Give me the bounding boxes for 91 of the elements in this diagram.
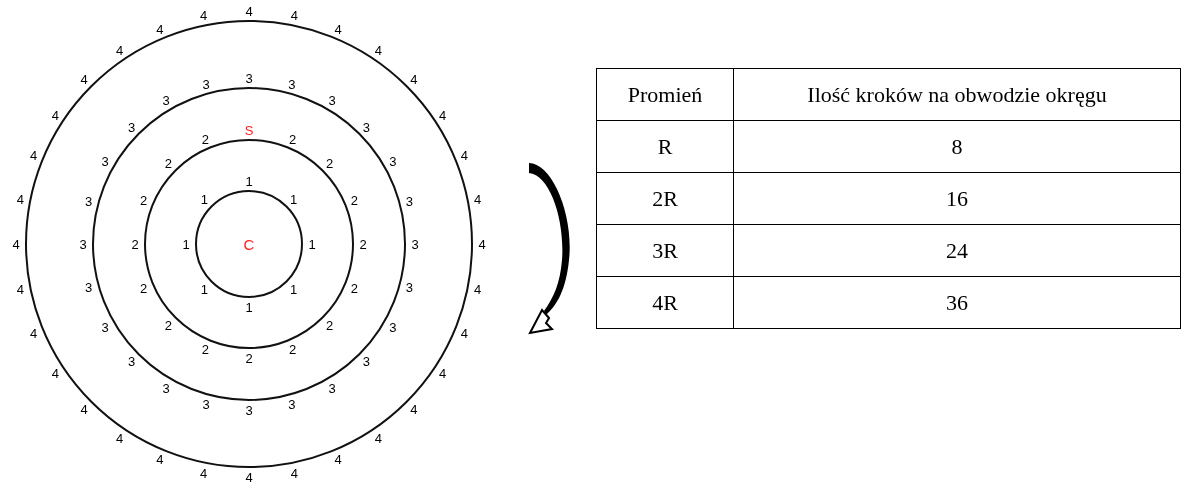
step-number: 3 [328,93,336,107]
step-number: 1 [308,237,316,251]
step-number: 3 [162,93,170,107]
step-number: 3 [389,154,397,168]
step-number: 1 [245,174,253,188]
step-number: 3 [85,280,93,294]
step-number: 1 [289,192,298,206]
step-number: 3 [362,354,370,368]
step-number: 2 [201,132,209,146]
step-number: 1 [200,192,209,206]
table-cell: 24 [733,224,1181,277]
step-number: 3 [101,320,109,334]
step-number: 2 [326,156,334,170]
start-label: S [244,123,254,137]
step-number: 1 [245,300,253,314]
step-number: 4 [460,148,468,162]
step-number: 2 [350,193,358,207]
step-number: 4 [12,237,20,251]
step-number: 4 [374,43,383,57]
step-number: 2 [164,156,172,170]
step-number: 4 [334,22,342,36]
step-number: 1 [289,282,298,296]
table-cell: 16 [733,172,1181,225]
step-number: 4 [410,72,418,86]
step-number: 4 [156,452,164,466]
step-number: 4 [51,366,59,380]
table-cell: 2R [596,172,734,225]
step-number: 3 [128,354,136,368]
step-number: 4 [478,237,486,251]
header-cell: Ilość kroków na obwodzie okręgu [733,68,1181,121]
step-number: 2 [289,132,297,146]
step-number: 3 [288,397,296,411]
step-number: 4 [30,326,38,340]
step-number: 4 [245,470,253,484]
step-number: 3 [85,194,93,208]
step-number: 1 [182,237,190,251]
step-number: 3 [101,154,109,168]
step-number: 4 [473,282,482,296]
step-number: 3 [362,120,370,134]
step-number: 2 [289,342,297,356]
step-number: 4 [156,22,164,36]
step-number: 3 [162,381,170,395]
step-number: 4 [16,282,25,296]
step-number: 3 [128,120,136,134]
table-cell: 4R [596,276,734,329]
step-number: 4 [199,9,208,22]
step-number: 4 [30,148,38,162]
step-number: 4 [245,4,253,18]
step-number: 3 [245,403,253,417]
step-number: 4 [51,108,59,122]
step-number: 3 [328,381,336,395]
step-number: 1 [200,282,209,296]
step-number: 3 [411,237,419,251]
step-number: 3 [202,397,210,411]
step-number: 4 [115,43,124,57]
step-number: 2 [326,318,334,332]
step-number: 4 [473,192,482,206]
step-number: 2 [140,193,148,207]
header-cell: Promień [596,68,734,121]
step-number: 3 [202,77,210,91]
step-number: 3 [288,77,296,91]
table-cell: 36 [733,276,1181,329]
table-cell: R [596,120,734,173]
step-number: 4 [115,431,124,445]
step-number: 4 [460,326,468,340]
table-cell: 3R [596,224,734,277]
step-number: 2 [131,237,139,251]
table-cell: 8 [733,120,1181,173]
step-number: 4 [290,9,299,22]
step-number: 4 [290,466,299,479]
step-number: 4 [199,466,208,479]
step-number: 2 [201,342,209,356]
step-number: 3 [405,194,413,208]
center-label: C [243,237,255,251]
step-number: 2 [164,318,172,332]
step-number: 4 [410,402,418,416]
step-number: 2 [359,237,367,251]
step-number: 4 [439,366,447,380]
step-number: 4 [80,72,88,86]
step-number: 2 [245,351,253,365]
step-number: 4 [439,108,447,122]
step-number: 4 [80,402,88,416]
step-number: 4 [334,452,342,466]
step-number: 2 [350,281,358,295]
step-number: 3 [79,237,87,251]
step-number: 3 [389,320,397,334]
step-number: 4 [374,431,383,445]
step-number: 4 [16,192,25,206]
step-number: 2 [140,281,148,295]
step-number: 3 [405,280,413,294]
step-number: 3 [245,71,253,85]
